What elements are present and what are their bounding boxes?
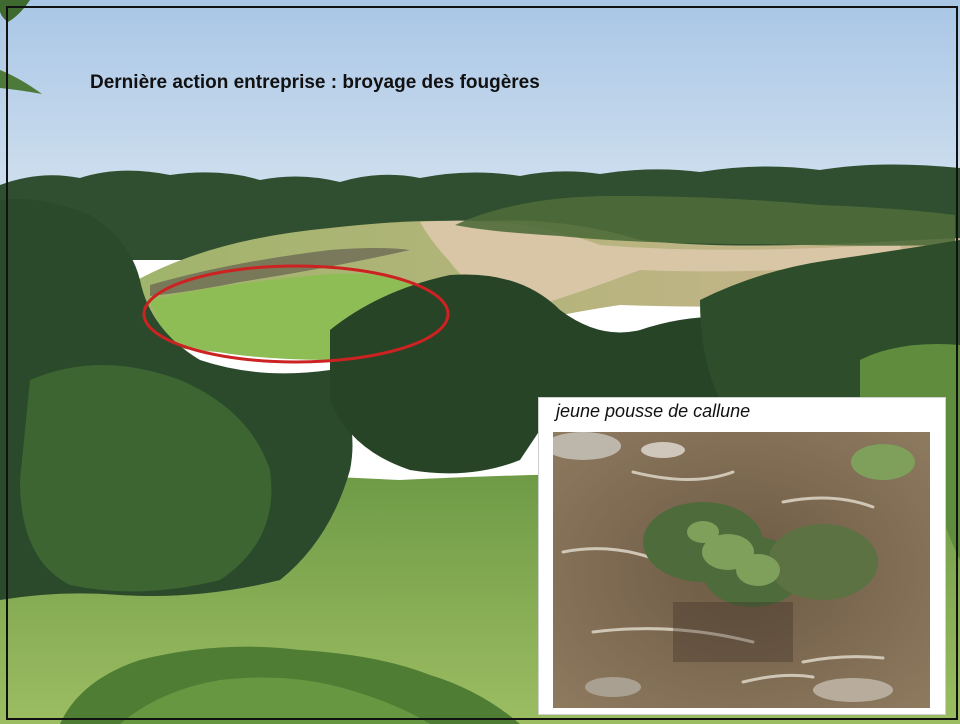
inset-caption: jeune pousse de callune [556, 401, 751, 421]
strawberry-leaves [687, 444, 915, 586]
pebble [813, 678, 893, 702]
left-forest-highlight [20, 365, 272, 592]
highlight-ellipse [142, 264, 450, 364]
slide-title: Dernière action entreprise : broyage des… [90, 72, 540, 93]
left-edge-leaf [0, 70, 42, 94]
pebble [585, 677, 641, 697]
dark-debris [673, 602, 793, 662]
sandy-track [420, 220, 905, 310]
foreground-ferns-light [120, 677, 430, 724]
dark-cleared-band [150, 248, 410, 296]
hilltop-shrubs [455, 195, 955, 246]
pebble [641, 442, 685, 458]
callune-closeup-photo [553, 432, 930, 708]
pebble [553, 432, 621, 460]
